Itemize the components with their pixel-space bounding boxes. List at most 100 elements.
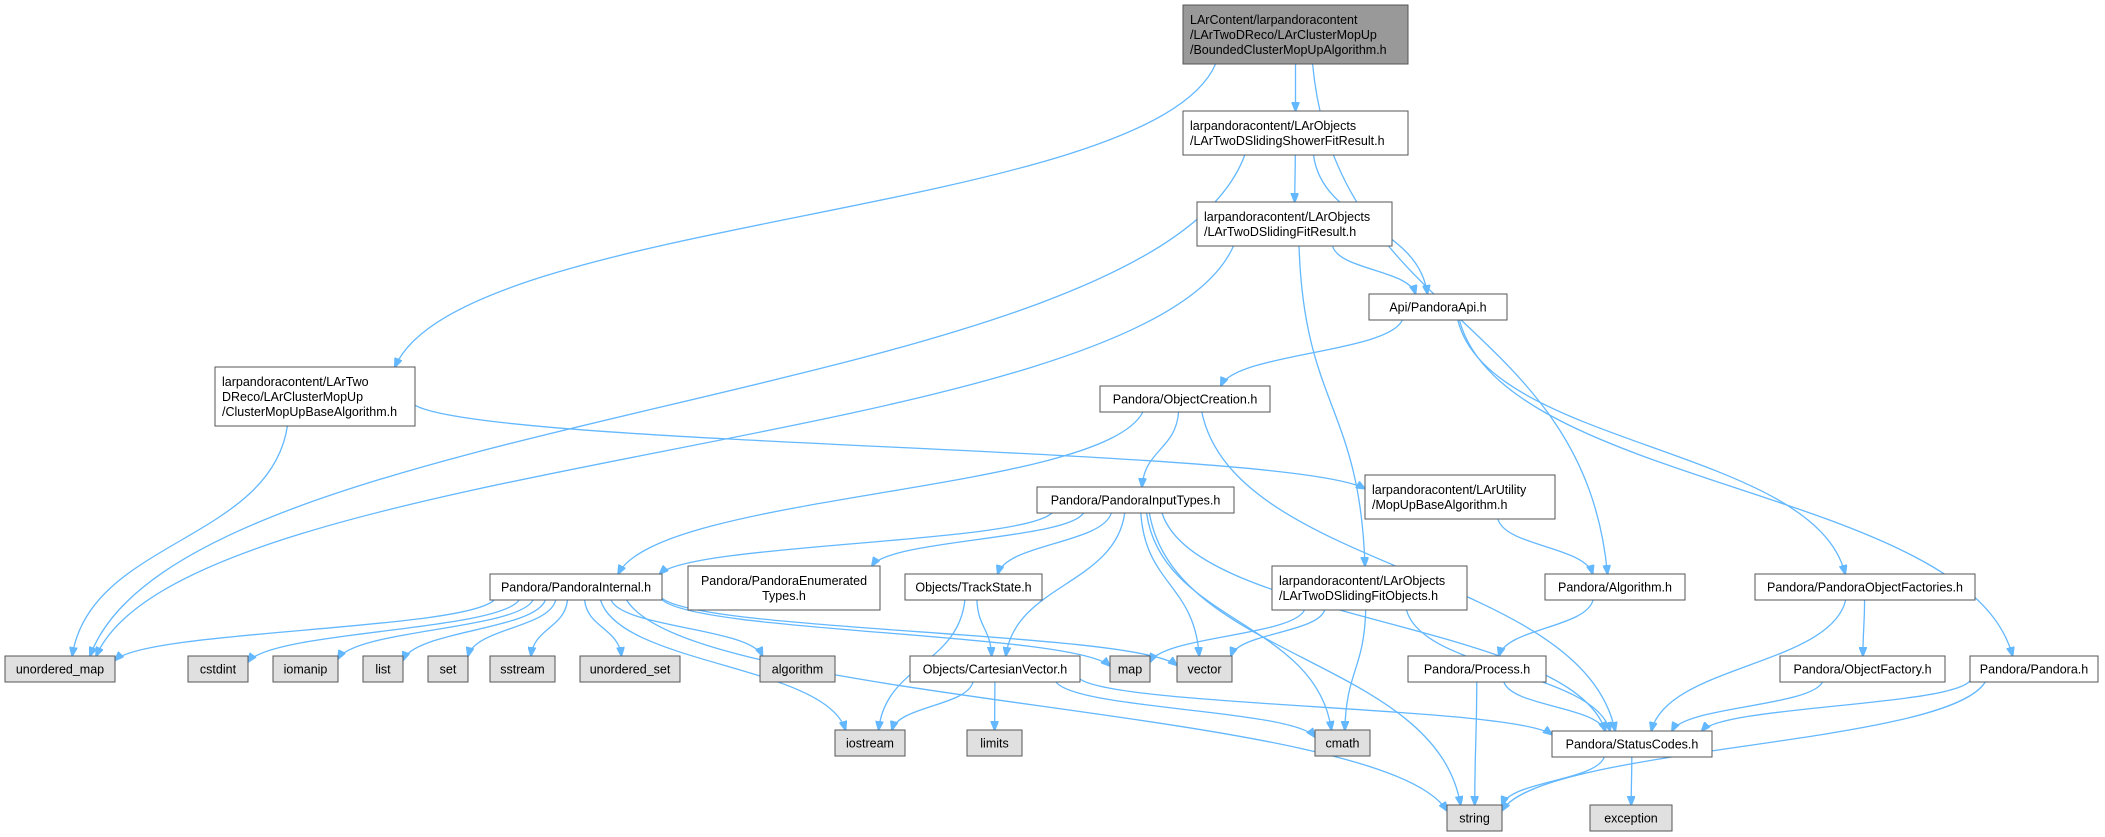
node-box-sliding-fit-objects <box>1271 565 1468 611</box>
node-label-pandora-api-0: Api/PandoraApi.h <box>1389 301 1486 315</box>
node-label-algorithm-std-0: algorithm <box>772 663 823 677</box>
node-box-sstream <box>489 655 556 683</box>
node-track-state[interactable]: Objects/TrackState.h <box>904 573 1043 601</box>
edge-status_codes-to-exception <box>1631 756 1632 805</box>
node-label-cluster-mopup-base-0: larpandoracontent/LArTwo <box>222 375 369 389</box>
node-cartesian-vector[interactable]: Objects/CartesianVector.h <box>909 655 1081 683</box>
edge-pandora_internal-to-algorithm_std <box>610 599 762 656</box>
node-label-root-0: LArContent/larpandoracontent <box>1190 13 1358 27</box>
node-object-creation[interactable]: Pandora/ObjectCreation.h <box>1099 385 1271 413</box>
node-object-factory[interactable]: Pandora/ObjectFactory.h <box>1779 655 1946 683</box>
node-process[interactable]: Pandora/Process.h <box>1407 655 1547 683</box>
node-shower-fit[interactable]: larpandoracontent/LArObjects/LArTwoDSlid… <box>1182 110 1409 156</box>
edge-pandora_internal-to-list <box>403 599 547 661</box>
edge-object_factories-to-status_codes <box>1651 599 1847 731</box>
edge-input_types-to-track_state <box>998 512 1112 574</box>
node-exception: exception <box>1589 804 1673 832</box>
edge-pandora_internal-to-set <box>468 599 557 656</box>
node-label-object-creation-0: Pandora/ObjectCreation.h <box>1113 393 1258 407</box>
node-label-pandora-internal-0: Pandora/PandoraInternal.h <box>501 581 651 595</box>
node-label-string-0: string <box>1459 812 1490 826</box>
node-label-cluster-mopup-base-1: DReco/LArClusterMopUp <box>222 390 363 404</box>
node-box-object-creation <box>1099 385 1271 413</box>
node-box-limits <box>966 729 1023 757</box>
node-box-track-state <box>904 573 1043 601</box>
node-limits: limits <box>966 729 1023 757</box>
node-sstream: sstream <box>489 655 556 683</box>
edge-object_factory-to-status_codes <box>1672 681 1824 731</box>
edge-cluster_mopup_base-to-unordered_map <box>72 425 289 656</box>
edge-sliding_fit-to-sliding_fit_objects <box>1298 245 1365 566</box>
edge-process-to-string <box>1475 681 1477 805</box>
node-box-exception <box>1589 804 1673 832</box>
node-algorithm[interactable]: Pandora/Algorithm.h <box>1544 573 1686 601</box>
node-box-iostream <box>834 729 906 757</box>
node-box-unordered-map <box>4 655 116 683</box>
node-label-unordered-set-0: unordered_set <box>590 663 671 677</box>
node-box-cartesian-vector <box>909 655 1081 683</box>
node-cmath: cmath <box>1314 729 1371 757</box>
edge-sliding_fit_objects-to-vector <box>1231 609 1326 656</box>
edge-sliding_fit-to-unordered_map <box>96 245 1235 656</box>
node-label-sliding-fit-objects-0: larpandoracontent/LArObjects <box>1279 574 1445 588</box>
node-label-cstdint-0: cstdint <box>200 663 237 677</box>
node-box-sliding-fit <box>1196 201 1393 247</box>
edge-pandora_internal-to-unordered_map <box>115 599 495 660</box>
node-status-codes[interactable]: Pandora/StatusCodes.h <box>1551 730 1713 758</box>
node-label-shower-fit-0: larpandoracontent/LArObjects <box>1190 119 1356 133</box>
node-string: string <box>1446 804 1503 832</box>
edge-input_types-to-enumerated_types <box>872 512 1085 566</box>
node-label-enumerated-types-0: Pandora/PandoraEnumerated <box>701 574 867 588</box>
edge-track_state-to-cartesian_vector <box>976 599 992 656</box>
node-iostream: iostream <box>834 729 906 757</box>
edge-input_types-to-pandora_internal <box>660 512 1053 574</box>
edge-input_types-to-status_codes <box>1161 512 1606 731</box>
node-mopup-base[interactable]: larpandoracontent/LArUtility/MopUpBaseAl… <box>1364 474 1556 520</box>
node-sliding-fit[interactable]: larpandoracontent/LArObjects/LArTwoDSlid… <box>1196 201 1393 247</box>
node-box-string <box>1446 804 1503 832</box>
node-pandora-api[interactable]: Api/PandoraApi.h <box>1368 293 1508 321</box>
node-label-shower-fit-1: /LArTwoDSlidingShowerFitResult.h <box>1190 134 1385 148</box>
edge-sliding_fit-to-pandora_api <box>1331 245 1416 294</box>
node-label-root-1: /LArTwoDReco/LArClusterMopUp <box>1190 28 1377 42</box>
node-label-mopup-base-1: /MopUpBaseAlgorithm.h <box>1372 498 1508 512</box>
node-box-unordered-set <box>579 655 681 683</box>
node-box-cstdint <box>187 655 249 683</box>
node-iomanip: iomanip <box>272 655 339 683</box>
node-box-enumerated-types <box>687 565 881 611</box>
edge-algorithm-to-process <box>1499 599 1594 656</box>
edge-object_creation-to-input_types <box>1142 411 1180 487</box>
node-pandora[interactable]: Pandora/Pandora.h <box>1969 655 2099 683</box>
node-label-cmath-0: cmath <box>1325 737 1359 751</box>
node-vector: vector <box>1176 655 1233 683</box>
edge-pandora_internal-to-string <box>626 599 1447 811</box>
edge-cartesian_vector-to-status_codes <box>1079 678 1552 735</box>
node-cstdint: cstdint <box>187 655 249 683</box>
node-box-object-factory <box>1779 655 1946 683</box>
node-cluster-mopup-base[interactable]: larpandoracontent/LArTwoDReco/LArCluster… <box>214 366 416 427</box>
node-label-mopup-base-0: larpandoracontent/LArUtility <box>1372 483 1527 497</box>
node-input-types[interactable]: Pandora/PandoraInputTypes.h <box>1036 486 1235 514</box>
node-box-status-codes <box>1551 730 1713 758</box>
node-label-sliding-fit-1: /LArTwoDSlidingFitResult.h <box>1204 225 1356 239</box>
node-box-cluster-mopup-base <box>214 366 416 427</box>
node-box-vector <box>1176 655 1233 683</box>
node-label-list-0: list <box>375 663 391 677</box>
node-box-iomanip <box>272 655 339 683</box>
node-label-sliding-fit-0: larpandoracontent/LArObjects <box>1204 210 1370 224</box>
edge-root-to-cluster_mopup_base <box>395 63 1217 367</box>
node-object-factories[interactable]: Pandora/PandoraObjectFactories.h <box>1754 573 1976 601</box>
node-root[interactable]: LArContent/larpandoracontent/LArTwoDReco… <box>1182 4 1409 65</box>
edges-layer <box>72 63 2012 811</box>
edge-object_factories-to-object_factory <box>1863 599 1865 656</box>
edge-object_creation-to-pandora_internal <box>618 411 1144 574</box>
edge-pandora_internal-to-cstdint <box>248 599 520 662</box>
node-sliding-fit-objects[interactable]: larpandoracontent/LArObjects/LArTwoDSlid… <box>1271 565 1468 611</box>
node-label-vector-0: vector <box>1187 663 1221 677</box>
node-pandora-internal[interactable]: Pandora/PandoraInternal.h <box>489 573 663 601</box>
node-label-algorithm-0: Pandora/Algorithm.h <box>1558 581 1672 595</box>
node-label-object-factory-0: Pandora/ObjectFactory.h <box>1793 663 1931 677</box>
node-box-input-types <box>1036 486 1235 514</box>
